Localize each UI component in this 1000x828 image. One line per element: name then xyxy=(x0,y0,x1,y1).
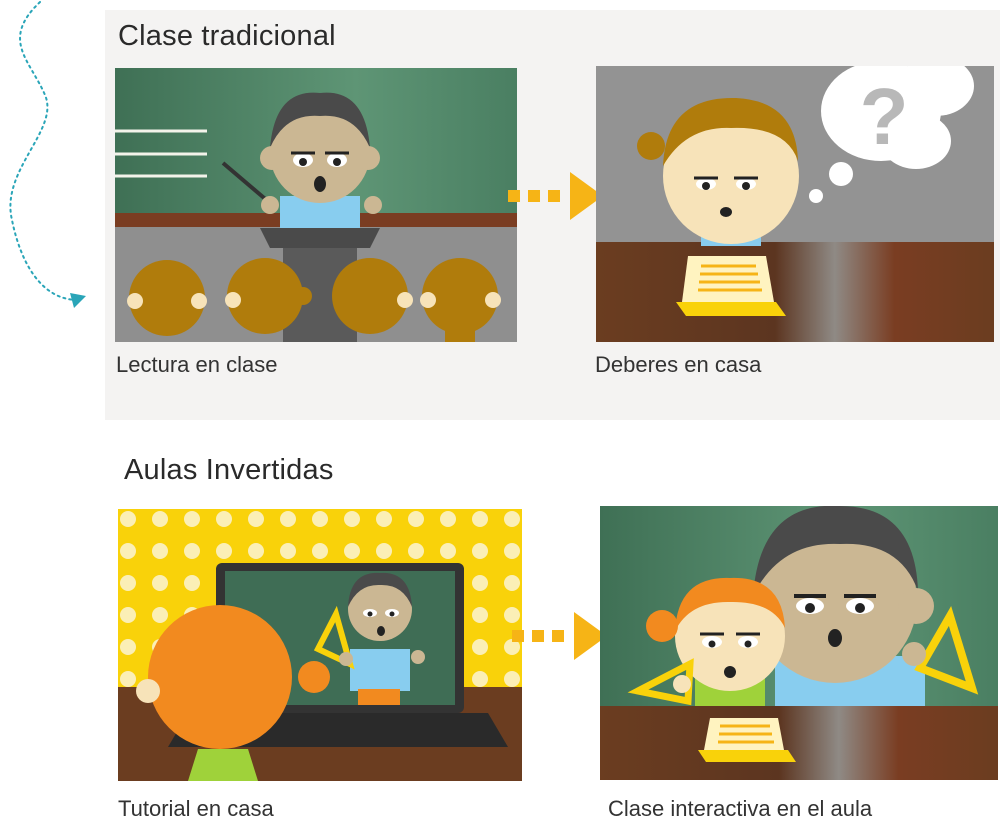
caption-tutorial-at-home: Tutorial en casa xyxy=(118,796,274,821)
scene-homework-at-home: ? xyxy=(596,66,994,342)
dotted-flow-line xyxy=(9,1,86,308)
dashed-arrow-right-icon-2 xyxy=(512,612,607,660)
caption-lecture-in-class: Lectura en clase xyxy=(116,352,278,377)
scene-interactive-class xyxy=(600,506,998,780)
caption-interactive-class: Clase interactiva en el aula xyxy=(608,796,873,821)
section-title-traditional: Clase tradicional xyxy=(118,20,336,52)
dotted-arrow-head-icon xyxy=(70,293,86,308)
question-mark-icon: ? xyxy=(860,72,909,161)
scene-lecture-in-class xyxy=(115,68,517,342)
caption-homework-at-home: Deberes en casa xyxy=(595,352,762,377)
scene-tutorial-at-home xyxy=(118,509,522,781)
section-title-flipped: Aulas Invertidas xyxy=(124,454,334,486)
dashed-arrow-right-icon xyxy=(508,172,603,220)
